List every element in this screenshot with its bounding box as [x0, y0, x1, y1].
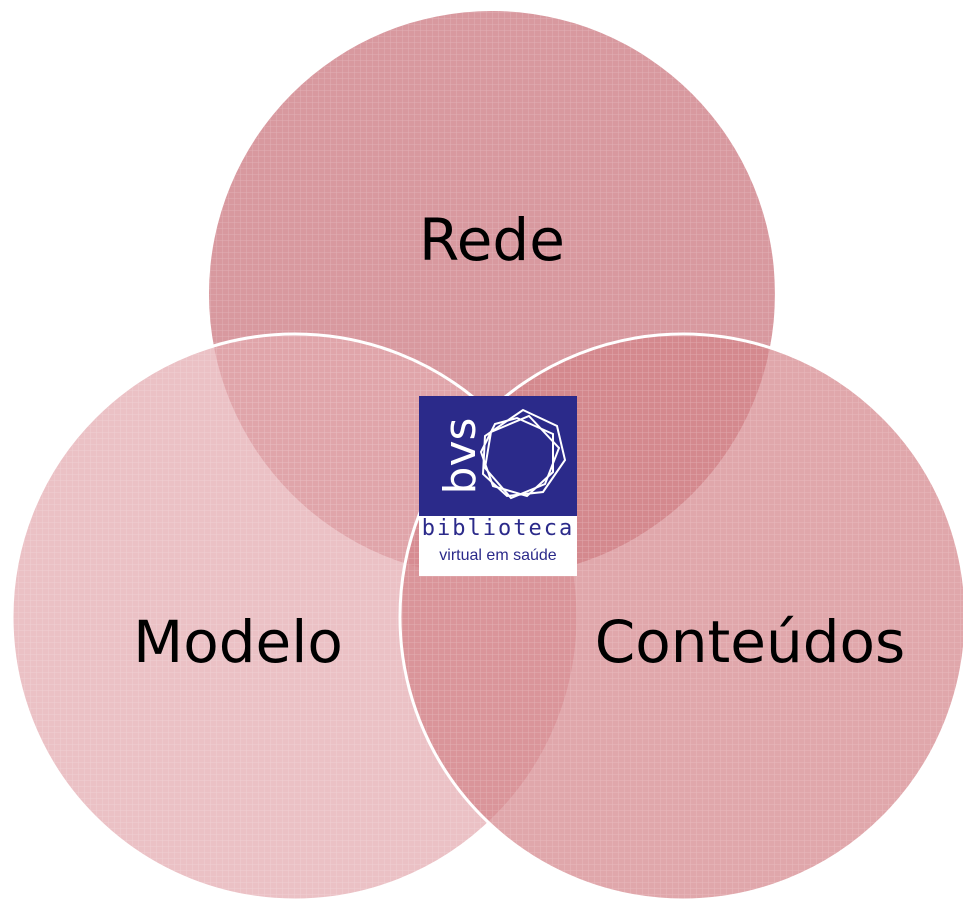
label-conteudos: Conteúdos [594, 608, 906, 676]
bvs-logo-mark: bvs [419, 396, 577, 516]
bvs-mark-text: bvs [435, 418, 486, 495]
bvs-logo: bvs biblioteca virtual em saúde [419, 396, 577, 576]
label-modelo: Modelo [133, 608, 343, 676]
logo-line2: virtual em saúde [439, 547, 557, 564]
label-rede: Rede [419, 206, 565, 274]
logo-line1: biblioteca [421, 516, 575, 541]
